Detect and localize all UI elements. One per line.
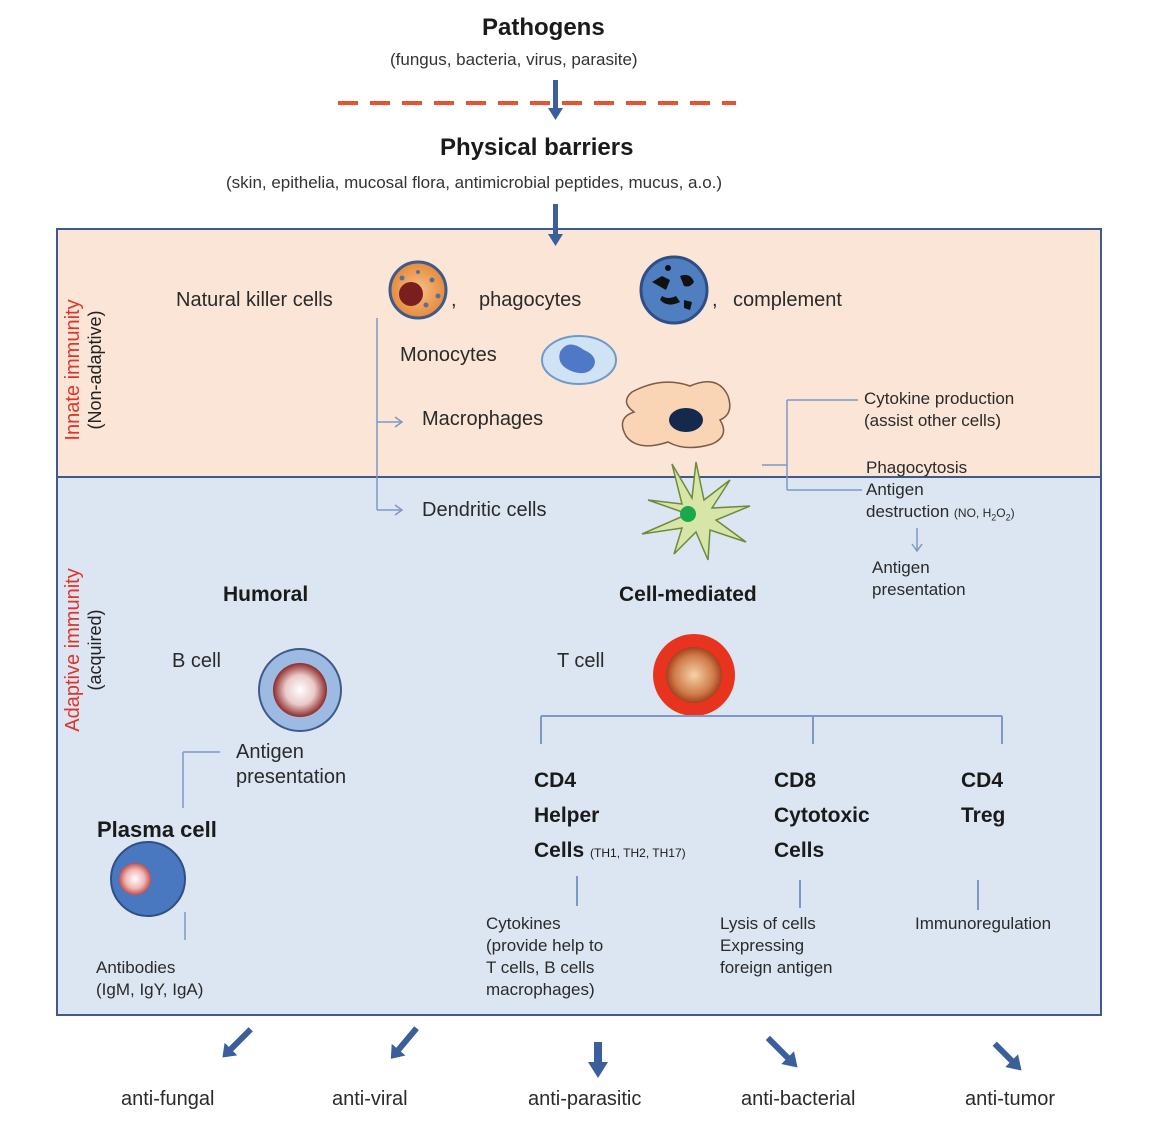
- cytokines-label: Cytokines (provide help to T cells, B ce…: [486, 913, 603, 1001]
- b-cell-icon: [258, 648, 342, 732]
- lysis-label: Lysis of cells Expressing foreign antige…: [720, 913, 832, 979]
- pathogens-title: Pathogens: [482, 14, 605, 41]
- antigen-destruction-line-2: destruction (NO, H2O2): [866, 501, 1015, 528]
- dendritic-cells-label: Dendritic cells: [422, 499, 547, 521]
- cytokines-line-3: T cells, B cells: [486, 958, 595, 977]
- outcome-anti-viral: anti-viral: [332, 1088, 408, 1110]
- b-antigen-line-1: Antigen: [236, 741, 304, 763]
- treg-line-1: CD4: [961, 769, 1004, 792]
- barriers-title: Physical barriers: [440, 134, 634, 161]
- outcome-anti-fungal: anti-fungal: [121, 1088, 215, 1110]
- cd8-line-1: CD8: [774, 769, 817, 792]
- cd8-line-2: Cytotoxic: [774, 804, 870, 827]
- cd4h-cells-word: Cells: [534, 839, 585, 862]
- b-antigen-line-2: presentation: [236, 766, 347, 788]
- outcome-anti-parasitic: anti-parasitic: [528, 1088, 642, 1110]
- agents-part-a: (NO, H: [953, 506, 992, 520]
- t-cell-icon: [653, 634, 735, 716]
- adaptive-title: Adaptive immunity: [62, 568, 84, 732]
- antibodies-line-2: (IgM, IgY, IgA): [96, 980, 204, 999]
- nk-cells-label: Natural killer cells: [176, 289, 333, 311]
- cd8-line-3: Cells: [774, 839, 825, 862]
- treg-line-2: Treg: [961, 804, 1006, 827]
- dc-antigen-line-2: presentation: [872, 580, 966, 599]
- cd4-treg-label: CD4 Treg: [961, 763, 1005, 833]
- lysis-line-2: Expressing: [720, 936, 805, 955]
- plasma-cell-icon: [110, 841, 186, 917]
- cytokine-production-label: Cytokine production (assist other cells): [864, 388, 1014, 432]
- function-bracket: [762, 399, 923, 553]
- t-cell-label: T cell: [557, 650, 605, 672]
- subscript-2a: 2: [991, 512, 997, 523]
- dendritic-antigen-presentation: Antigen presentation: [872, 557, 966, 601]
- phagocyte-icon: [639, 255, 709, 325]
- monocytes-label: Monocytes: [400, 344, 497, 366]
- arrow-barriers-to-innate: [548, 204, 563, 246]
- phagocytes-label: phagocytes: [479, 289, 582, 311]
- cytokine-line-1: Cytokine production: [864, 389, 1015, 408]
- b-cell-label: B cell: [172, 650, 221, 672]
- cell-mediated-heading: Cell-mediated: [619, 583, 757, 606]
- innate-branch-connector: [376, 318, 404, 516]
- destruction-word: destruction: [866, 502, 950, 521]
- adaptive-side-label: Adaptive immunity (acquired): [62, 538, 122, 762]
- phagocytosis-label: Phagocytosis: [866, 458, 968, 477]
- macrophage-icon: [621, 381, 731, 449]
- monocyte-icon: [541, 335, 617, 385]
- t-cell-tree: [540, 715, 1003, 910]
- antigen-destruction-label: Antigen destruction (NO, H2O2): [866, 479, 1015, 528]
- outcome-anti-bacterial: anti-bacterial: [741, 1088, 856, 1110]
- th-subtypes: (TH1, TH2, TH17): [590, 846, 686, 860]
- cd4-helper-label: CD4 Helper Cells (TH1, TH2, TH17): [534, 763, 686, 871]
- antibodies-label: Antibodies (IgM, IgY, IgA): [96, 957, 203, 1001]
- innate-side-label: Innate immunity (Non-adaptive): [62, 270, 122, 470]
- macrophages-label: Macrophages: [422, 408, 544, 430]
- innate-subtitle: (Non-adaptive): [85, 310, 105, 430]
- cytokines-line-2: (provide help to: [486, 936, 604, 955]
- cd4h-line-1: CD4: [534, 769, 577, 792]
- adaptive-subtitle: (acquired): [85, 609, 105, 691]
- cd4h-line-2: Helper: [534, 804, 600, 827]
- antigen-destruction-line-1: Antigen: [866, 480, 924, 499]
- outcome-anti-tumor: anti-tumor: [965, 1088, 1056, 1110]
- dendritic-cell-icon: [641, 461, 751, 561]
- cytokines-line-4: macrophages): [486, 980, 595, 999]
- b-antigen-presentation: Antigen presentation: [236, 740, 346, 790]
- cytokine-line-2: (assist other cells): [864, 411, 1001, 430]
- arrow-pathogens-to-barriers: [548, 80, 563, 120]
- destruction-agents: (NO, H2O2): [953, 506, 1015, 523]
- b-cell-connectors: [182, 751, 220, 940]
- subscript-2b: 2: [1005, 512, 1011, 523]
- plasma-cell-label: Plasma cell: [97, 817, 217, 842]
- immunoregulation-label: Immunoregulation: [915, 914, 1052, 933]
- cd4h-line-3: Cells (TH1, TH2, TH17): [534, 833, 686, 871]
- outcome-arrows: [222, 1026, 1022, 1078]
- nk-cell-icon: [388, 260, 448, 320]
- barriers-subtitle: (skin, epithelia, mucosal flora, antimic…: [226, 173, 723, 192]
- agents-part-c: ): [1010, 506, 1015, 520]
- complement-label: complement: [733, 289, 842, 311]
- cytokines-line-1: Cytokines: [486, 914, 561, 933]
- dc-antigen-line-1: Antigen: [872, 558, 930, 577]
- innate-title: Innate immunity: [62, 299, 84, 441]
- antibodies-line-1: Antibodies: [96, 958, 176, 977]
- humoral-heading: Humoral: [223, 583, 309, 606]
- cd8-cytotoxic-label: CD8 Cytotoxic Cells: [774, 763, 870, 868]
- adaptive-immunity-panel: [56, 476, 1102, 1016]
- pathogens-subtitle: (fungus, bacteria, virus, parasite): [390, 50, 638, 69]
- comma-2: ,: [712, 289, 718, 311]
- agents-part-b: O: [996, 506, 1006, 520]
- lysis-line-1: Lysis of cells: [720, 914, 816, 933]
- comma-1: ,: [451, 289, 457, 311]
- lysis-line-3: foreign antigen: [720, 958, 833, 977]
